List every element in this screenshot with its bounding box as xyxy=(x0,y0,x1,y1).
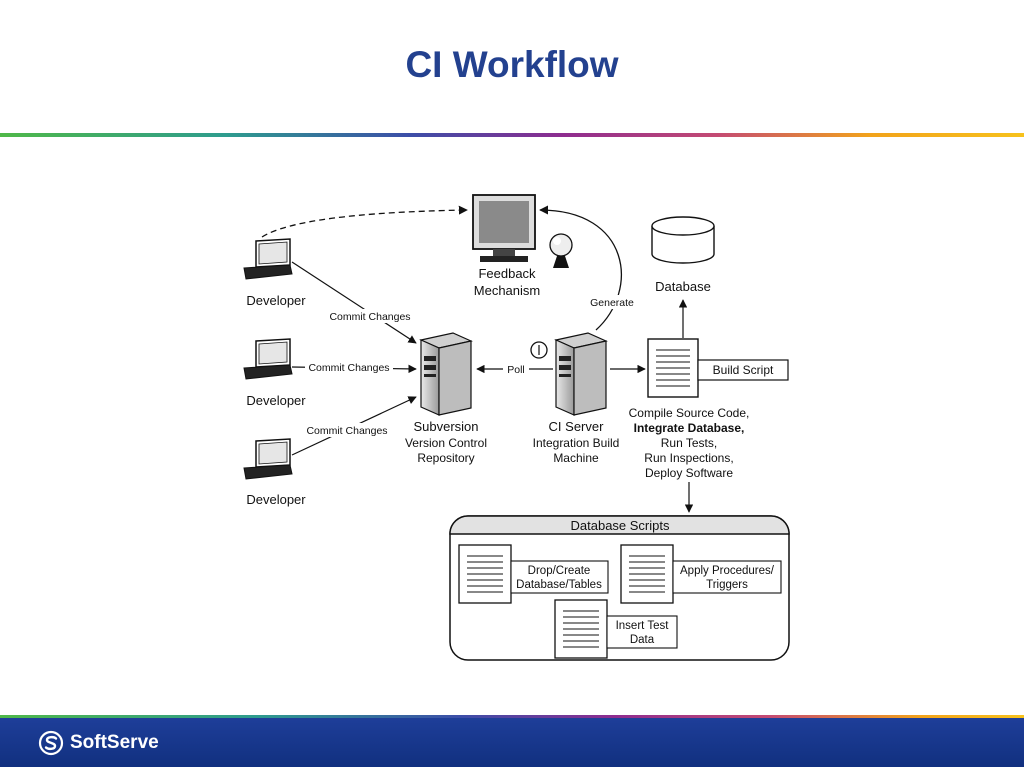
developer-label: Developer xyxy=(246,293,306,308)
build-step-deploy: Deploy Software xyxy=(645,466,733,480)
developer-laptop-2: Developer xyxy=(243,338,306,408)
document-icon xyxy=(554,599,608,659)
database-scripts-title: Database Scripts xyxy=(571,518,670,533)
ci-server-label-line2: Integration Build xyxy=(533,436,620,450)
commit-arrow-3: Commit Changes xyxy=(291,396,417,456)
ci-workflow-diagram: Developer Developer Developer Commit Cha… xyxy=(243,194,790,661)
footer-bar: SoftServe xyxy=(0,715,1024,767)
brand-name: SoftServe xyxy=(70,732,159,753)
commit-changes-label: Commit Changes xyxy=(329,311,410,323)
subversion-label-line2: Version Control xyxy=(405,436,487,450)
insert-test-line2: Data xyxy=(630,634,655,646)
monitor-icon xyxy=(472,194,536,262)
insert-test-line1: Insert Test xyxy=(616,620,670,632)
developer-label: Developer xyxy=(246,393,306,408)
feedback-mechanism: Feedback Mechanism xyxy=(472,194,573,298)
drop-create-line1: Drop/Create xyxy=(528,565,591,577)
document-icon xyxy=(458,544,512,604)
build-step-compile: Compile Source Code, xyxy=(629,406,750,420)
build-script: Build Script xyxy=(647,338,789,398)
clock-icon xyxy=(530,341,548,359)
subversion-server: Subversion Version Control Repository xyxy=(405,332,487,465)
footer-accent-stripe xyxy=(0,715,1024,718)
database-label: Database xyxy=(655,279,711,294)
brand-logo: SoftServe xyxy=(38,729,159,757)
lava-lamp-icon xyxy=(549,233,573,268)
developer-laptop-1: Developer xyxy=(243,238,306,308)
drop-create-line2: Database/Tables xyxy=(516,579,602,591)
apply-procedures-line1: Apply Procedures/ xyxy=(680,565,775,577)
poll-label: Poll xyxy=(507,364,525,376)
subversion-label-line3: Repository xyxy=(417,451,474,465)
apply-procedures-line2: Triggers xyxy=(706,579,748,591)
generate-arrow: Generate xyxy=(539,205,638,331)
server-tower-icon xyxy=(554,332,608,416)
laptop-icon xyxy=(243,238,293,280)
laptop-icon xyxy=(243,338,293,380)
slide-title: CI Workflow xyxy=(405,44,619,85)
feedback-dashed-arrow xyxy=(261,205,468,238)
build-script-label: Build Script xyxy=(713,363,774,377)
developer-laptop-3: Developer xyxy=(243,438,306,507)
ci-server-label-line1: CI Server xyxy=(549,419,605,434)
ci-server-label-line3: Machine xyxy=(553,451,599,465)
apply-procedures-script: Apply Procedures/ Triggers xyxy=(620,544,782,604)
document-icon xyxy=(620,544,674,604)
softserve-logo-icon xyxy=(38,730,64,756)
document-icon xyxy=(647,338,699,398)
build-step-tests: Run Tests, xyxy=(661,436,717,450)
feedback-label-line2: Mechanism xyxy=(474,283,540,298)
laptop-icon xyxy=(243,438,293,480)
build-step-integrate: Integrate Database, xyxy=(634,421,745,435)
feedback-label-line1: Feedback xyxy=(478,266,536,281)
database: Database xyxy=(651,216,715,294)
developer-label: Developer xyxy=(246,492,306,507)
server-tower-icon xyxy=(419,332,473,416)
commit-arrow-1: Commit Changes xyxy=(291,261,417,344)
commit-changes-label: Commit Changes xyxy=(306,425,387,437)
poll-arrow: Poll xyxy=(476,362,553,376)
title-divider xyxy=(0,133,1024,137)
commit-changes-label: Commit Changes xyxy=(308,362,389,374)
database-cylinder-icon xyxy=(651,216,715,264)
commit-arrow-2: Commit Changes xyxy=(291,360,417,374)
drop-create-script: Drop/Create Database/Tables xyxy=(458,544,609,604)
database-scripts-panel: Database Scripts Drop/Create Database/Ta… xyxy=(449,515,790,661)
build-step-inspections: Run Inspections, xyxy=(644,451,733,465)
subversion-label-line1: Subversion xyxy=(413,419,478,434)
build-steps: Compile Source Code, Integrate Database,… xyxy=(629,406,750,480)
insert-test-data-script: Insert Test Data xyxy=(554,599,678,659)
ci-server: CI Server Integration Build Machine xyxy=(533,332,620,465)
generate-label: Generate xyxy=(590,297,634,309)
